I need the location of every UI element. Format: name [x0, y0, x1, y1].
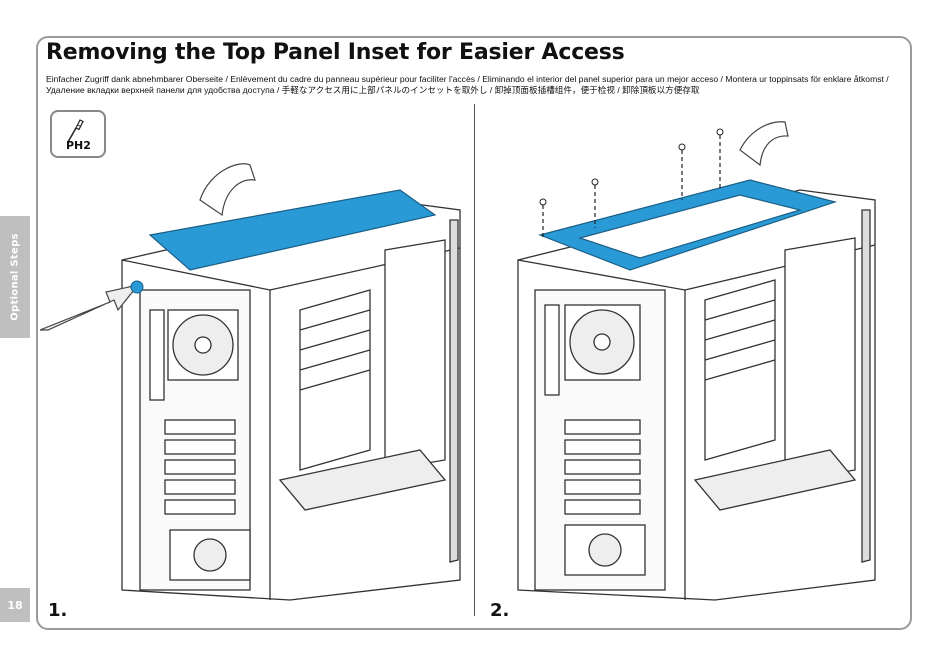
- content-frame: [36, 36, 912, 630]
- page-title: Removing the Top Panel Inset for Easier …: [46, 40, 625, 65]
- tool-label: PH2: [66, 139, 91, 152]
- page-subtitle: Einfacher Zugriff dank abnehmbarer Obers…: [46, 74, 889, 95]
- step-1-number: 1.: [48, 600, 68, 621]
- side-tab-label: Optional Steps: [9, 233, 21, 321]
- step-1-illustration: [40, 163, 461, 601]
- top-panel-frame: [538, 179, 838, 271]
- top-panel-inset: [148, 189, 437, 271]
- page-number: 18: [0, 588, 30, 622]
- step-2-illustration: [517, 121, 876, 601]
- side-tab-optional-steps: Optional Steps: [0, 216, 30, 338]
- step-divider: [474, 104, 475, 616]
- tool-indicator: PH2: [50, 110, 106, 158]
- step-2-number: 2.: [490, 600, 510, 621]
- screwdriver-icon: [67, 119, 84, 143]
